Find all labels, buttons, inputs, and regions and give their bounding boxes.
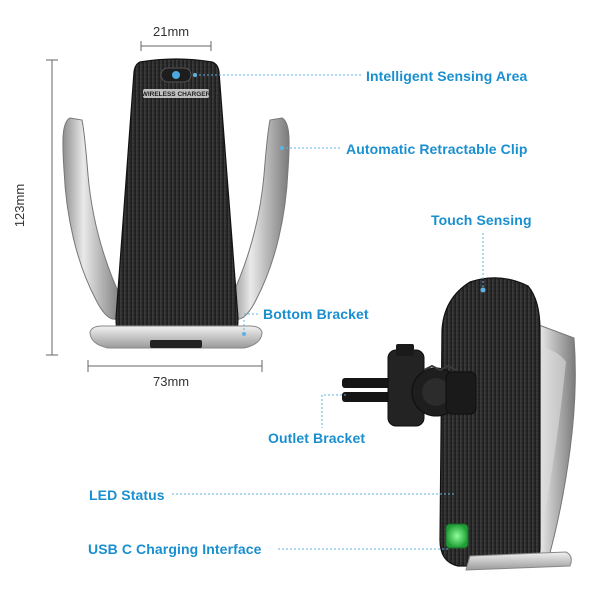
bottom-bracket [89, 325, 263, 349]
right-clip-arm [229, 117, 290, 320]
left-clip-arm [62, 117, 123, 320]
side-bottom-foot [465, 551, 572, 571]
dimension-width-bottom: 73mm [153, 374, 190, 389]
front-body [115, 58, 239, 345]
side-view-holder [342, 277, 576, 571]
callout-bottom-bracket: Bottom Bracket [263, 306, 369, 322]
dimension-width-top: 21mm [153, 24, 190, 39]
callout-intelligent-sensing-area: Intelligent Sensing Area [366, 68, 528, 84]
callout-outlet-bracket: Outlet Bracket [268, 430, 366, 446]
dimension-lines [46, 41, 263, 372]
outlet-bracket-mount [342, 344, 477, 427]
front-view-holder: WIRELESS CHARGER [62, 58, 290, 349]
leader-lines [172, 74, 484, 550]
callout-usb-c-charging-interface: USB C Charging Interface [88, 541, 262, 557]
dimension-height: 123mm [12, 183, 28, 228]
touch-sensor-icon [480, 287, 486, 293]
face-print-text: WIRELESS CHARGER [142, 91, 211, 98]
callout-touch-sensing: Touch Sensing [431, 212, 532, 228]
callout-led-status: LED Status [89, 487, 165, 503]
callout-automatic-retractable-clip: Automatic Retractable Clip [346, 141, 528, 157]
side-body [439, 277, 541, 567]
led-status-icon [445, 523, 469, 549]
